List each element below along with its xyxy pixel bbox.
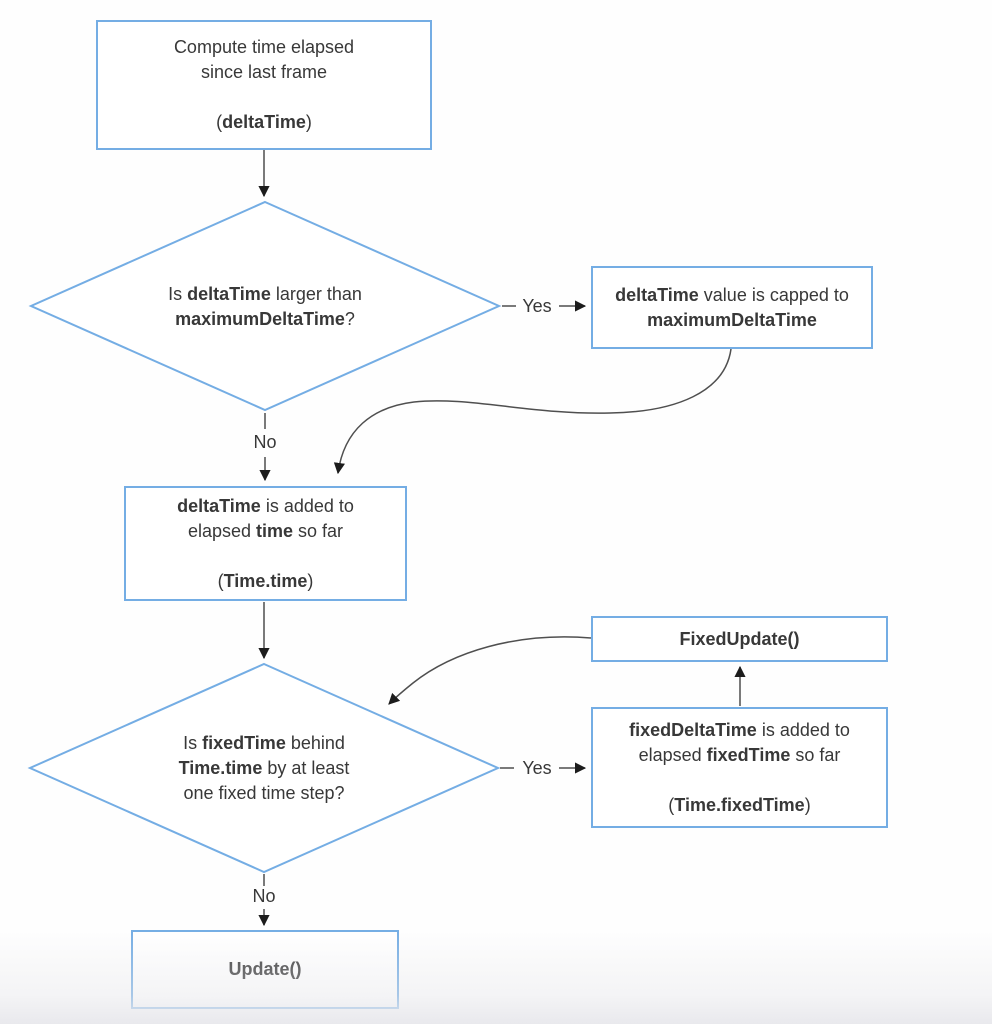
text-line: elapsed time so far (187, 520, 344, 541)
text-line: Update() (228, 959, 302, 979)
text-line: one fixed time step? (183, 783, 345, 803)
text-line: Compute time elapsed (173, 37, 355, 57)
text-line (126, 544, 405, 569)
text-line: since last frame (200, 62, 328, 82)
node-fixed-update: FixedUpdate() (591, 616, 888, 662)
text-line: deltaTime is added to (177, 495, 354, 516)
edge-label-no-cap: No (253, 432, 277, 452)
text-line: (Time.fixedTime) (668, 794, 811, 815)
text-line: deltaTime value is capped to (615, 284, 849, 305)
text-line: maximumDeltaTime (647, 309, 817, 330)
node-add-fixed-time: fixedDeltaTime is added to elapsed fixedT… (591, 707, 888, 828)
edge-cap-to-addtime-curve (333, 348, 732, 475)
node-update: Update() (131, 930, 399, 1009)
text-line: elapsed fixedTime so far (638, 744, 841, 765)
text-line: maximumDeltaTime? (175, 309, 355, 329)
text-line: fixedDeltaTime is added to (629, 719, 850, 740)
edge-label-yes-cap: Yes (522, 296, 552, 316)
text-line (98, 85, 430, 110)
text-line (593, 768, 886, 793)
text-line: Is fixedTime behind (183, 733, 345, 753)
decision-max-delta-shape (28, 200, 502, 412)
edge-fixedupdate-to-decision2-curve (388, 636, 592, 705)
decision-fixed-time-shape (27, 662, 501, 874)
edge-label-yes-fixed: Yes (522, 758, 552, 778)
text-line: Is deltaTime larger than (168, 284, 362, 304)
text-line: (deltaTime) (216, 112, 312, 132)
node-compute-delta-time: Compute time elapsed since last frame (del… (96, 20, 432, 150)
text-line: Time.time by at least (178, 758, 350, 778)
edge-label-no-fixed: No (252, 886, 276, 906)
node-cap-delta-time: deltaTime value is capped to maximumDelta… (591, 266, 873, 349)
node-add-time: deltaTime is added to elapsed time so far… (124, 486, 407, 601)
decision-max-delta-text: Is deltaTime larger than maximumDeltaTime… (31, 282, 499, 332)
text-line: FixedUpdate() (679, 628, 800, 649)
text-line: (Time.time) (217, 570, 314, 591)
